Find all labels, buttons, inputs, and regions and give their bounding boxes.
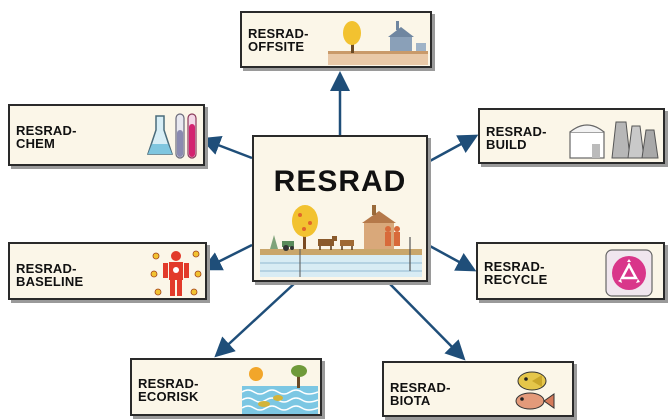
node-resrad-offsite[interactable]: RESRAD- OFFSITE <box>240 11 432 68</box>
arrow-to-baseline <box>201 243 253 271</box>
node-label-biota: RESRAD- BIOTA <box>390 380 451 408</box>
node-resrad-biota[interactable]: RESRAD- BIOTA <box>382 361 574 417</box>
arrow-to-ecorisk <box>214 281 297 358</box>
center-node-resrad: RESRAD <box>252 135 428 282</box>
arrow-to-recycle <box>427 243 477 272</box>
node-resrad-recycle[interactable]: RESRAD- RECYCLE <box>476 242 665 300</box>
arrow-to-chem <box>200 136 253 160</box>
landscape-illustration <box>260 205 422 277</box>
node-resrad-ecorisk[interactable]: RESRAD- ECORISK <box>130 358 322 416</box>
node-resrad-chem[interactable]: RESRAD- CHEM <box>8 104 205 166</box>
node-label-baseline: RESRAD- BASELINE <box>16 261 84 289</box>
node-label-chem: RESRAD- CHEM <box>16 123 77 151</box>
ecosystem-icon <box>242 365 318 414</box>
node-resrad-baseline[interactable]: RESRAD- BASELINE <box>8 242 207 300</box>
node-label-build: RESRAD- BUILD <box>486 124 547 152</box>
radiation-person-icon <box>150 250 202 296</box>
node-label-offsite: RESRAD- OFFSITE <box>248 26 309 54</box>
node-resrad-build[interactable]: RESRAD- BUILD <box>478 108 665 164</box>
arrow-to-biota <box>387 281 466 361</box>
recycle-icon <box>605 249 653 297</box>
lab-glassware-icon <box>146 113 197 159</box>
buildings-icon <box>569 121 659 159</box>
offsite-landscape-icon <box>328 21 428 65</box>
node-label-ecorisk: RESRAD- ECORISK <box>138 376 199 404</box>
node-label-recycle: RESRAD- RECYCLE <box>484 259 548 287</box>
center-title: RESRAD <box>273 165 407 198</box>
arrow-to-build <box>427 134 479 164</box>
fish-icon <box>515 371 555 410</box>
